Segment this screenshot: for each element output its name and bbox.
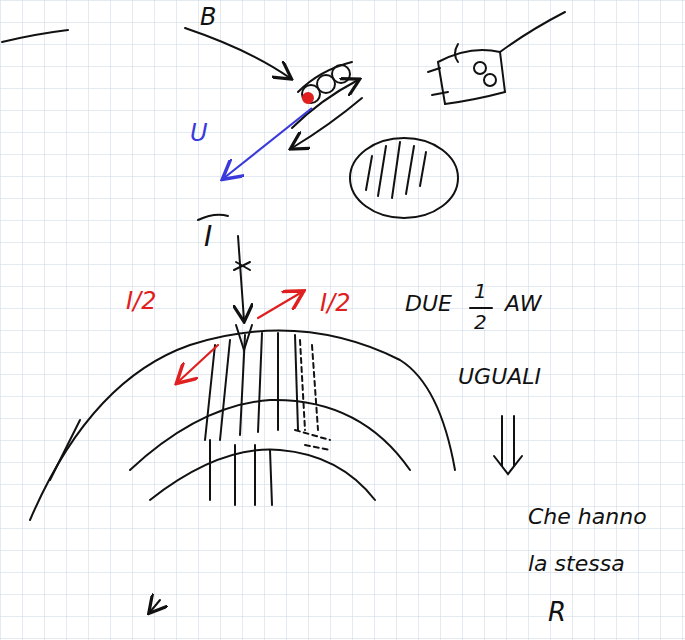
velocity-label: U <box>190 120 208 146</box>
note-text: la stessa <box>528 552 625 576</box>
note-text: R <box>548 598 566 627</box>
note-text: DUE <box>405 292 452 316</box>
field-label: B <box>200 4 216 30</box>
note-text: UGUALI <box>458 365 541 389</box>
fraction-numerator: 1 <box>474 280 487 302</box>
half-current-label: I/2 <box>320 290 350 316</box>
current-label: I <box>204 222 212 253</box>
fraction-denominator: 2 <box>474 311 487 333</box>
half-current-label: I/2 <box>126 288 156 314</box>
note-text: Che hanno <box>528 505 647 529</box>
note-text: AW <box>505 292 541 316</box>
